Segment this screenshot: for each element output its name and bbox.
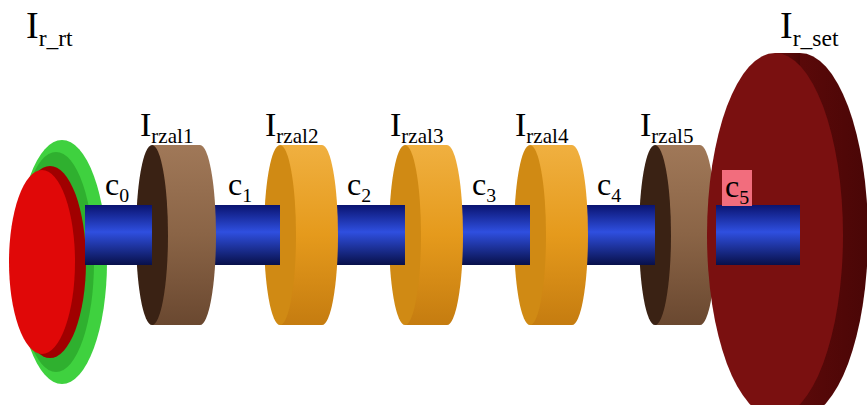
shaft-segment <box>85 205 152 265</box>
inertia-label: Irzal5 <box>640 108 693 142</box>
disk-face <box>707 53 843 405</box>
inertia-label: Ir_set <box>780 6 838 44</box>
inertia-disk <box>588 145 716 325</box>
inertia-disk <box>85 145 216 325</box>
inertia-disk <box>338 145 463 325</box>
shaft-segment <box>588 205 655 265</box>
inertia-label: c2 <box>347 168 371 200</box>
inertia-label: Irzal3 <box>390 108 443 142</box>
rotor-disk <box>9 170 75 354</box>
shaft-segment <box>463 205 530 265</box>
inertia-label: c0 <box>105 168 129 200</box>
inertia-label: c1 <box>228 168 252 200</box>
shaft-segment <box>338 205 405 265</box>
inertia-disk <box>216 145 338 325</box>
inertia-label: c3 <box>472 168 496 200</box>
shaft-segment <box>216 205 280 265</box>
inertia-disk <box>707 53 867 405</box>
inertia-label: Irzal4 <box>515 108 568 142</box>
inertia-label: Irzal2 <box>265 108 318 142</box>
shaft-segment <box>716 205 800 265</box>
inertia-label: c5 <box>722 170 752 206</box>
inertia-label: c4 <box>597 168 621 200</box>
inertia-label: Ir_rt <box>26 6 73 44</box>
inertia-disk <box>463 145 588 325</box>
inertia-label: Irzal1 <box>140 108 193 142</box>
